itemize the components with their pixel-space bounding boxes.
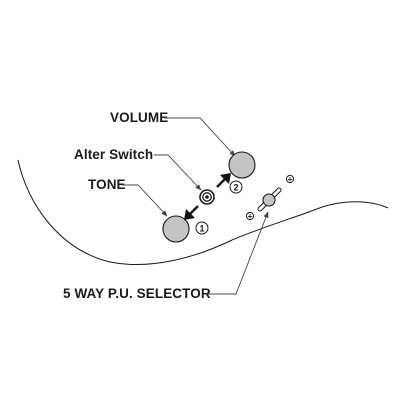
screw-head-icon: + <box>285 174 295 184</box>
selector-label: 5 WAY P.U. SELECTOR <box>63 286 211 301</box>
step-1-marker: 1 <box>195 221 209 235</box>
alter-switch-button[interactable] <box>199 189 215 205</box>
svg-text:+: + <box>247 213 253 221</box>
tone-knob[interactable] <box>162 215 190 243</box>
alter-switch-leader-line <box>154 154 202 191</box>
svg-text:+: + <box>287 176 293 184</box>
step-2-marker: 2 <box>229 180 243 194</box>
diagonal-arrow-icon <box>184 205 199 220</box>
guitar-body-outline <box>17 159 389 265</box>
volume-leader-line <box>164 117 236 157</box>
volume-label: VOLUME <box>110 110 168 125</box>
tone-leader-line <box>122 184 168 217</box>
svg-text:1: 1 <box>199 223 204 233</box>
svg-text:2: 2 <box>233 182 238 192</box>
selector-leader-line <box>206 211 269 295</box>
tone-label: TONE <box>88 177 126 192</box>
screw-head-icon: + <box>245 211 255 221</box>
alter-switch-label: Alter Switch <box>74 147 153 162</box>
volume-knob[interactable] <box>228 151 256 179</box>
diagonal-arrow-icon <box>216 173 231 188</box>
five-way-selector-switch[interactable] <box>257 187 282 212</box>
